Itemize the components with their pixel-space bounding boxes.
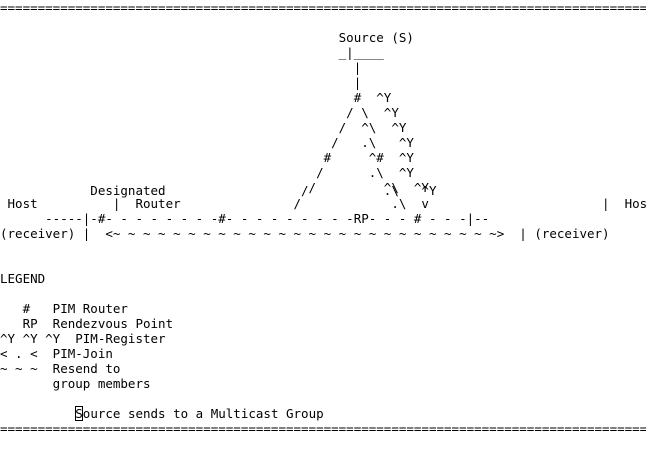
legend-pim-join: < . < PIM-Join bbox=[0, 346, 113, 361]
footer-indent bbox=[0, 406, 75, 421]
diagram-row-12: / ^\ ^Y bbox=[0, 180, 429, 195]
top-rule: ========================================… bbox=[0, 0, 646, 15]
footer-caption[interactable]: Source sends to a Multicast Group bbox=[0, 406, 646, 421]
diagram-row-11: / .\ ^Y bbox=[0, 165, 414, 180]
source-link-1: | bbox=[0, 60, 362, 75]
bottom-rule: ========================================… bbox=[0, 421, 646, 436]
diagram-row-8: / ^\ ^Y bbox=[0, 120, 407, 135]
source-label: Source (S) bbox=[0, 30, 414, 45]
network-line: -----|-#- - - - - - - -#- - - - - - - - … bbox=[0, 211, 490, 226]
legend-pim-register: ^Y ^Y ^Y PIM-Register bbox=[0, 331, 166, 346]
diagram-row-router-top: # ^Y bbox=[0, 90, 392, 105]
legend-title: LEGEND bbox=[0, 271, 46, 286]
legend-rendezvous: RP Rendezvous Point bbox=[0, 316, 174, 331]
source-link-2: | bbox=[0, 75, 362, 90]
source-stem: _|____ bbox=[0, 45, 384, 60]
designated-label-row: Designated / .\ ^Y bbox=[0, 183, 437, 198]
host-label-row: Host | Router / .\ v | Host bbox=[0, 196, 646, 211]
footer-caption-text: ource sends to a Multicast Group bbox=[82, 406, 324, 421]
legend-resend: ~ ~ ~ Resend to bbox=[0, 361, 121, 376]
text-cursor[interactable]: S bbox=[75, 406, 83, 421]
diagram-row-9: / .\ ^Y bbox=[0, 135, 414, 150]
receiver-label-row: (receiver) | <~ ~ ~ ~ ~ ~ ~ ~ ~ ~ ~ ~ ~ … bbox=[0, 226, 610, 241]
diagram-row-routers: # ^# ^Y bbox=[0, 150, 414, 165]
diagram-row-7: / \ ^Y bbox=[0, 105, 399, 120]
legend-group-members: group members bbox=[0, 376, 151, 391]
legend-pim-router: # PIM Router bbox=[0, 301, 128, 316]
